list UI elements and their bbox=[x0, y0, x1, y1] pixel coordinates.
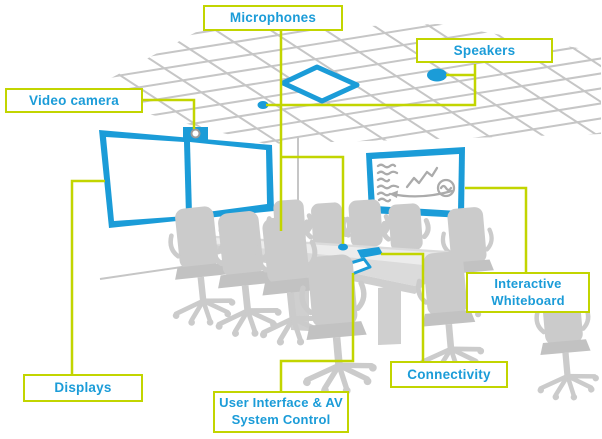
label-speakers-text: Speakers bbox=[453, 42, 516, 58]
ceiling-speaker-icon bbox=[427, 68, 447, 82]
label-ui-av-control-text: User Interface & AV System Control bbox=[219, 395, 343, 427]
label-displays: Displays bbox=[23, 374, 143, 402]
label-microphones-text: Microphones bbox=[229, 10, 317, 26]
label-speakers: Speakers bbox=[416, 38, 553, 63]
ceiling-speaker-small-icon bbox=[257, 101, 269, 109]
video-camera-connector bbox=[143, 98, 196, 129]
label-connectivity: Connectivity bbox=[390, 361, 508, 388]
label-video-camera-text: Video camera bbox=[29, 92, 119, 108]
ui-control-connector bbox=[279, 273, 355, 391]
connector-lines bbox=[70, 31, 528, 391]
connectivity-connector bbox=[381, 252, 425, 361]
label-microphones: Microphones bbox=[203, 5, 343, 31]
speakers-connector bbox=[266, 64, 477, 107]
label-video-camera: Video camera bbox=[5, 88, 143, 113]
label-ui-av-control: User Interface & AV System Control bbox=[213, 391, 349, 433]
label-interactive-whiteboard: Interactive Whiteboard bbox=[466, 272, 590, 313]
microphones-connector-branch bbox=[281, 155, 345, 244]
label-displays-text: Displays bbox=[54, 380, 112, 396]
whiteboard-connector bbox=[465, 186, 528, 272]
displays-connector bbox=[70, 179, 105, 374]
interactive-whiteboard-icon bbox=[366, 147, 465, 218]
table-leg bbox=[378, 286, 401, 345]
label-connectivity-text: Connectivity bbox=[407, 366, 491, 382]
video-camera-icon bbox=[183, 127, 208, 140]
label-interactive-whiteboard-text: Interactive Whiteboard bbox=[491, 275, 565, 308]
dual-displays-icon bbox=[99, 130, 274, 228]
ceiling-microphone-tile-icon bbox=[280, 64, 360, 104]
connectivity-port-icon bbox=[357, 247, 383, 258]
table-microphone-icon bbox=[338, 243, 348, 251]
